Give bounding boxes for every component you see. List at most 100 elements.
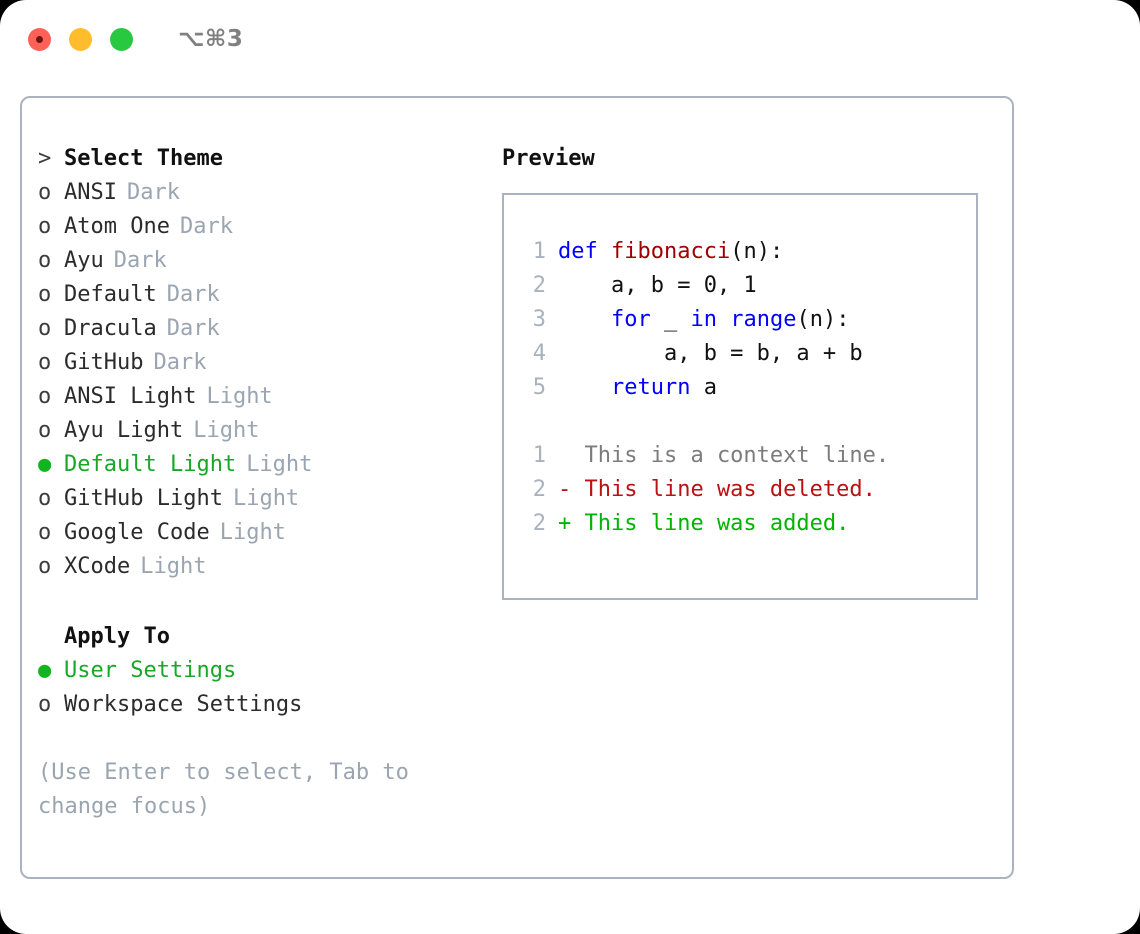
code-token: return [610,375,704,400]
apply-to-option-label: Workspace Settings [64,692,303,717]
radio-selected-icon[interactable]: ● [38,658,52,683]
theme-category-label: Light [246,452,313,477]
theme-option-label: Default [64,282,157,307]
theme-category-label: Light [232,486,300,511]
theme-option-row[interactable]: ● Default Light Light [38,452,478,486]
theme-option-label: Dracula [64,316,157,341]
diff-sample: 1 This is a context line.2- This line wa… [518,443,976,545]
radio-unselected-icon[interactable]: o [38,520,52,545]
radio-unselected-icon[interactable]: o [38,418,52,443]
theme-option-label: GitHub [64,350,144,375]
code-token: (n): [730,239,784,264]
code-line: 5 return a [518,375,976,409]
theme-option-row[interactable]: o Google Code Light [38,520,478,554]
diff-line-text: + This line was added. [558,511,850,536]
radio-unselected-icon[interactable]: o [38,282,52,307]
minimize-button[interactable] [69,27,92,51]
line-number: 1 [532,443,546,468]
diff-line: 2 - This line was deleted. [518,477,976,511]
code-token: (n): [796,307,850,332]
theme-category-label: Dark [153,350,207,375]
apply-to-option-row[interactable]: ●User Settings [38,658,478,692]
line-number: 2 [532,477,546,502]
radio-unselected-icon[interactable]: o [38,180,52,205]
radio-unselected-icon[interactable]: o [38,486,52,511]
theme-category-label: Light [206,384,273,409]
theme-category-label: Light [140,554,207,579]
theme-option-row[interactable]: o Ayu Dark [38,248,478,282]
theme-category-label: Dark [113,248,167,273]
theme-category-label: Light [193,418,260,443]
theme-option-row[interactable]: o XCode Light [38,554,478,588]
code-line: 4 a, b = b, a + b [518,341,976,375]
section-spacer [38,588,478,624]
code-token: a, b = b, a + b [558,341,863,366]
theme-option-row[interactable]: o Dracula Dark [38,316,478,350]
theme-category-label: Dark [126,180,180,205]
diff-line: 2 + This line was added. [518,511,976,545]
code-diff-spacer [518,409,976,443]
theme-category-label: Dark [179,214,233,239]
theme-option-label: Google Code [64,520,210,545]
theme-option-row[interactable]: o Default Dark [38,282,478,316]
maximize-button[interactable] [110,27,133,51]
line-number: 1 [532,239,546,264]
keyboard-shortcut-label: ⌥⌘3 [178,26,244,52]
theme-option-row[interactable]: o ANSI Dark [38,180,478,214]
line-number: 5 [532,375,546,400]
preview-title: Preview [502,146,595,171]
theme-option-row[interactable]: o ANSI Light Light [38,384,478,418]
line-number: 4 [532,341,546,366]
code-token: fibonacci [610,239,731,264]
apply-to-title: Apply To [64,624,170,649]
theme-option-label: Ayu Light [64,418,184,443]
prompt-caret-icon: > [38,146,52,171]
theme-option-label: ANSI Light [64,384,197,409]
diff-line-text: - This line was deleted. [558,477,876,502]
theme-option-label: XCode [64,554,131,579]
code-line: 2 a, b = 0, 1 [518,273,976,307]
code-token: _ [663,307,691,332]
theme-category-label: Dark [166,316,220,341]
radio-unselected-icon[interactable]: o [38,692,52,717]
radio-unselected-icon[interactable]: o [38,214,52,239]
code-token: in [690,307,731,332]
diff-line: 1 This is a context line. [518,443,976,477]
radio-unselected-icon[interactable]: o [38,384,52,409]
radio-unselected-icon[interactable]: o [38,554,52,579]
line-number: 2 [532,511,546,536]
theme-category-label: Dark [166,282,220,307]
theme-option-row[interactable]: o Ayu Light Light [38,418,478,452]
apply-to-option-row[interactable]: o Workspace Settings [38,692,478,726]
diff-line-text: This is a context line. [558,443,890,468]
theme-option-row[interactable]: o GitHub Dark [38,350,478,384]
radio-unselected-icon[interactable]: o [38,248,52,273]
radio-unselected-icon[interactable]: o [38,350,52,375]
window-controls [28,27,133,51]
theme-option-label: Ayu [64,248,104,273]
theme-list-title: Select Theme [64,146,223,171]
theme-option-label: GitHub Light [64,486,223,511]
theme-option-label: Default Light [64,452,237,477]
theme-option-label: ANSI [64,180,117,205]
code-line: 3 for _ in range(n): [518,307,976,341]
apply-to-header: Apply To [38,624,478,658]
radio-unselected-icon[interactable]: o [38,316,52,341]
theme-list-header: > Select Theme [38,146,478,180]
close-button[interactable] [28,27,51,51]
radio-selected-icon[interactable]: ● [38,452,52,477]
code-token: for [610,307,664,332]
theme-category-label: Light [219,520,286,545]
line-number: 2 [532,273,546,298]
code-token: range [730,307,797,332]
theme-option-row[interactable]: o GitHub Light Light [38,486,478,520]
